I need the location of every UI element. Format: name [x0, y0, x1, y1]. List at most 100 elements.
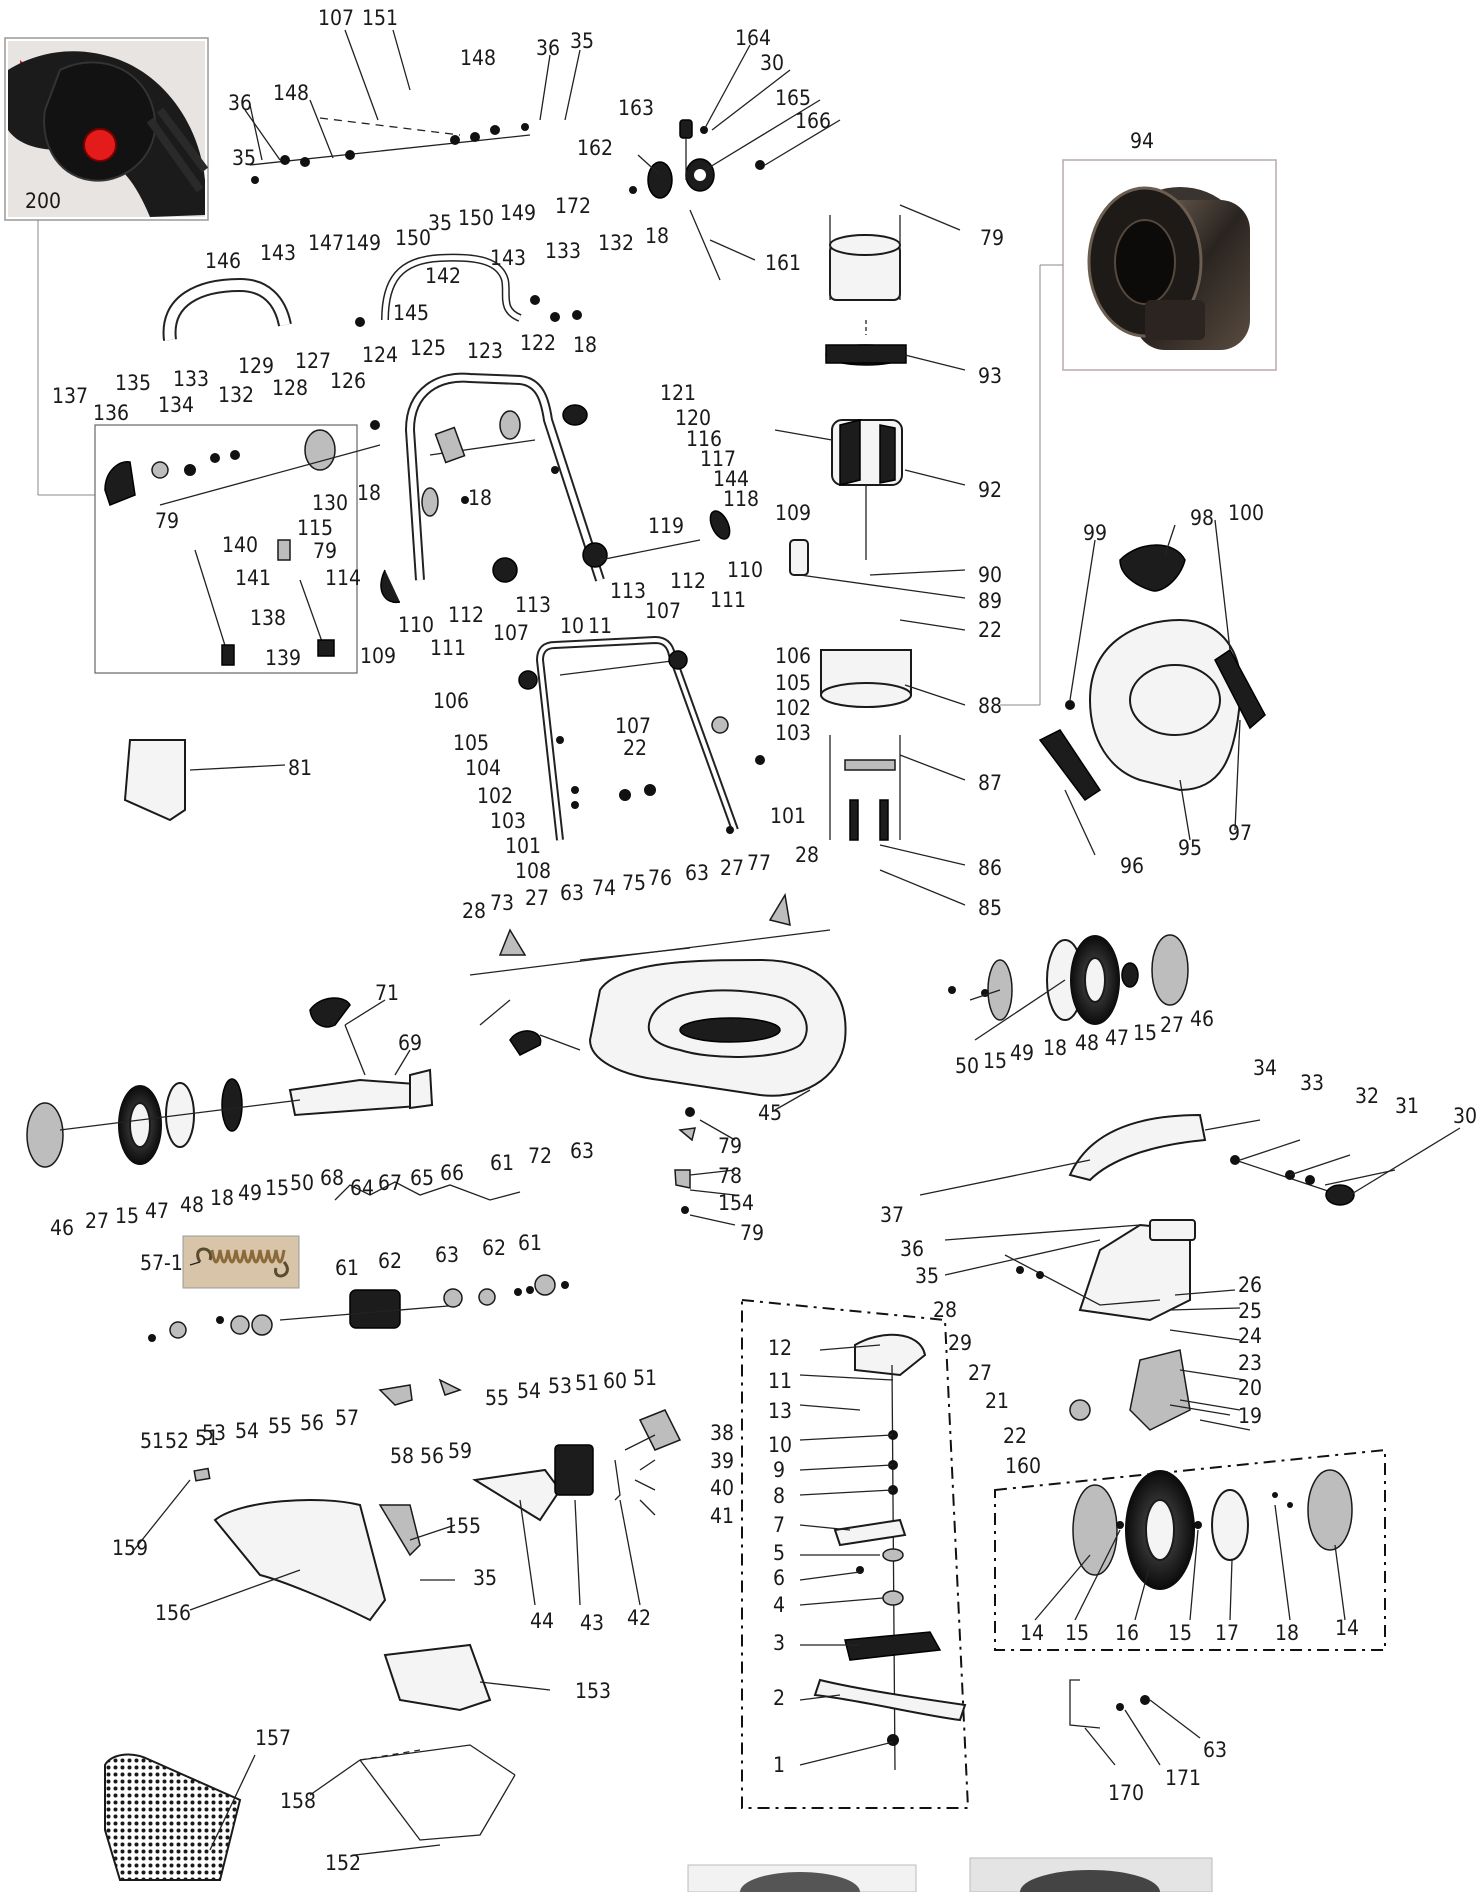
svg-text:158: 158: [280, 1789, 316, 1813]
svg-text:152: 152: [325, 1851, 361, 1875]
rear-wheel-right: [948, 934, 1189, 1025]
svg-text:122: 122: [520, 331, 556, 355]
svg-text:37: 37: [880, 1203, 904, 1227]
svg-text:140: 140: [222, 533, 258, 557]
svg-text:113: 113: [515, 593, 551, 617]
svg-text:10: 10: [768, 1433, 792, 1457]
svg-text:35: 35: [915, 1264, 939, 1288]
svg-text:15: 15: [1133, 1021, 1157, 1045]
svg-text:34: 34: [1253, 1056, 1277, 1080]
svg-text:136: 136: [93, 401, 129, 425]
svg-text:53: 53: [202, 1421, 226, 1445]
svg-text:108: 108: [515, 859, 551, 883]
svg-text:159: 159: [112, 1536, 148, 1560]
svg-text:28: 28: [933, 1298, 957, 1322]
svg-text:27: 27: [720, 856, 744, 880]
svg-text:15: 15: [115, 1204, 139, 1228]
svg-text:109: 109: [360, 644, 396, 668]
svg-text:47: 47: [145, 1199, 169, 1223]
svg-text:73: 73: [490, 891, 514, 915]
svg-text:15: 15: [1065, 1621, 1089, 1645]
svg-text:18: 18: [210, 1186, 234, 1210]
svg-text:106: 106: [775, 644, 811, 668]
svg-text:149: 149: [500, 201, 536, 225]
svg-text:66: 66: [440, 1161, 464, 1185]
svg-text:103: 103: [490, 809, 526, 833]
svg-text:45: 45: [758, 1101, 782, 1125]
switch-assembly: [629, 119, 765, 281]
svg-text:148: 148: [273, 81, 309, 105]
svg-text:106: 106: [433, 689, 469, 713]
svg-text:30: 30: [760, 51, 784, 75]
svg-text:79: 79: [313, 539, 337, 563]
svg-text:99: 99: [1083, 521, 1107, 545]
svg-text:200: 200: [25, 189, 61, 213]
handle-mechanism-box: [94, 424, 358, 674]
svg-text:40: 40: [710, 1476, 734, 1500]
grass-bag-parts: [104, 1467, 516, 1881]
svg-text:129: 129: [238, 354, 274, 378]
leader-lines: [129, 29, 1461, 1856]
svg-text:164: 164: [735, 26, 771, 50]
svg-text:68: 68: [320, 1166, 344, 1190]
svg-text:18: 18: [357, 481, 381, 505]
svg-text:154: 154: [718, 1191, 754, 1215]
svg-text:157: 157: [255, 1726, 291, 1750]
svg-text:28: 28: [795, 843, 819, 867]
svg-text:41: 41: [710, 1504, 734, 1528]
svg-text:113: 113: [610, 579, 646, 603]
svg-text:21: 21: [985, 1389, 1009, 1413]
svg-text:22: 22: [1003, 1424, 1027, 1448]
svg-text:46: 46: [1190, 1007, 1214, 1031]
svg-text:90: 90: [978, 563, 1002, 587]
svg-text:63: 63: [685, 861, 709, 885]
svg-text:7: 7: [773, 1513, 785, 1537]
svg-text:112: 112: [448, 603, 484, 627]
svg-text:32: 32: [1355, 1084, 1379, 1108]
svg-text:19: 19: [1238, 1404, 1262, 1428]
svg-text:18: 18: [1275, 1621, 1299, 1645]
height-adjust: [1004, 1113, 1355, 1431]
svg-text:35: 35: [473, 1566, 497, 1590]
svg-text:42: 42: [627, 1606, 651, 1630]
svg-text:18: 18: [645, 224, 669, 248]
svg-text:96: 96: [1120, 854, 1144, 878]
svg-text:74: 74: [592, 876, 616, 900]
svg-text:22: 22: [978, 618, 1002, 642]
svg-text:29: 29: [948, 1331, 972, 1355]
svg-text:57: 57: [335, 1406, 359, 1430]
motor-cover: [1038, 544, 1266, 802]
svg-text:161: 161: [765, 251, 801, 275]
svg-text:35: 35: [428, 211, 452, 235]
svg-text:132: 132: [598, 231, 634, 255]
svg-text:23: 23: [1238, 1351, 1262, 1375]
svg-text:31: 31: [1395, 1094, 1419, 1118]
svg-text:166: 166: [795, 109, 831, 133]
svg-text:54: 54: [517, 1379, 541, 1403]
svg-text:150: 150: [395, 226, 431, 250]
svg-text:104: 104: [465, 756, 501, 780]
svg-text:107: 107: [318, 6, 354, 30]
svg-text:141: 141: [235, 566, 271, 590]
svg-text:51: 51: [575, 1371, 599, 1395]
svg-text:57-1: 57-1: [140, 1251, 183, 1275]
svg-text:69: 69: [398, 1031, 422, 1055]
svg-text:121: 121: [660, 381, 696, 405]
svg-text:111: 111: [710, 588, 746, 612]
svg-text:172: 172: [555, 194, 591, 218]
svg-text:87: 87: [978, 771, 1002, 795]
svg-text:146: 146: [205, 249, 241, 273]
svg-text:76: 76: [648, 866, 672, 890]
svg-text:133: 133: [173, 367, 209, 391]
svg-text:148: 148: [460, 46, 496, 70]
svg-text:81: 81: [288, 756, 312, 780]
svg-text:86: 86: [978, 856, 1002, 880]
svg-text:107: 107: [493, 621, 529, 645]
svg-text:22: 22: [623, 736, 647, 760]
svg-text:110: 110: [398, 613, 434, 637]
svg-text:17: 17: [1215, 1621, 1239, 1645]
svg-text:79: 79: [740, 1221, 764, 1245]
svg-text:20: 20: [1238, 1376, 1262, 1400]
svg-text:105: 105: [453, 731, 489, 755]
